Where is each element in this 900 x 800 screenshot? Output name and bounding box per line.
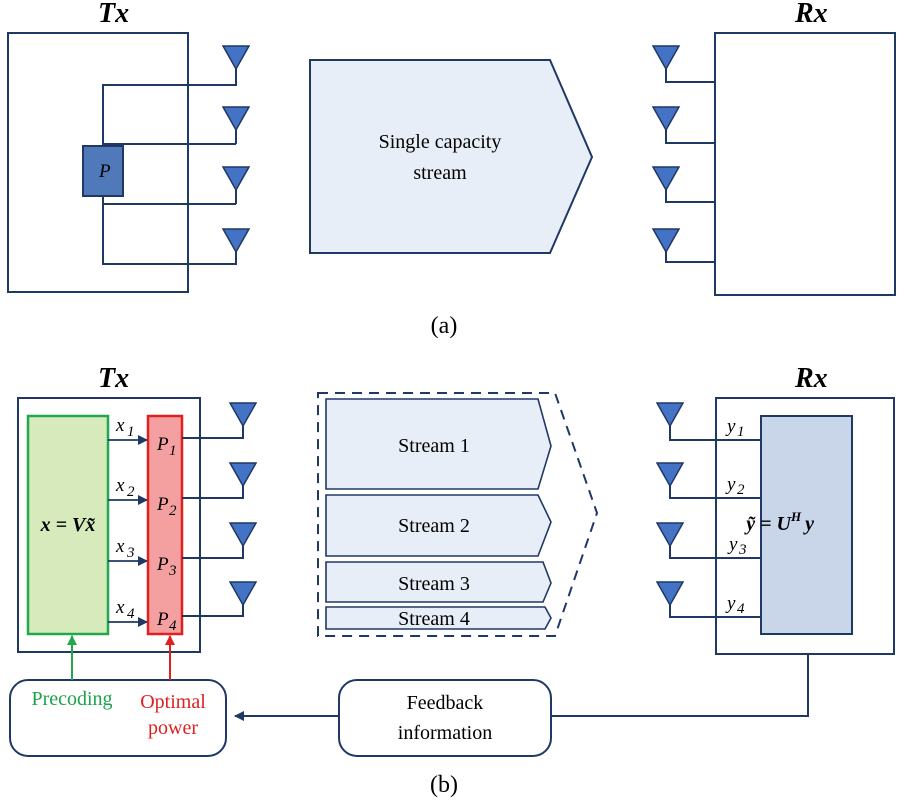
p-sub: 1 xyxy=(169,443,177,459)
panel-a-caption: (a) xyxy=(431,313,458,339)
p-label: P xyxy=(156,554,169,575)
feedback-line-rx xyxy=(551,654,809,717)
control-box xyxy=(9,679,227,757)
stream-2-label: Stream 2 xyxy=(398,515,470,537)
y-sub: 4 xyxy=(737,601,745,617)
panel-a-rx-feeds xyxy=(665,68,715,263)
antenna-icon xyxy=(229,522,257,547)
stream-1-label: Stream 1 xyxy=(398,435,470,457)
antenna-icon xyxy=(652,166,680,191)
y-labels: y 1 y 2 y 3 y 4 xyxy=(725,416,747,617)
p-sub: 3 xyxy=(168,563,177,579)
antenna-icon xyxy=(222,228,250,253)
antenna-icon xyxy=(229,462,257,487)
panel-a-stream-line1: Single capacity xyxy=(379,131,502,153)
antenna-icon xyxy=(656,402,684,427)
precoder-equation: x = Vx̃ xyxy=(40,514,96,536)
stream-4-label: Stream 4 xyxy=(398,608,470,630)
panel-b-tx-feeds xyxy=(182,425,244,617)
optimal-label-line1: Optimal xyxy=(140,691,206,713)
p-sub: 2 xyxy=(169,503,177,519)
x-labels: x 1 x 2 x 3 x 4 xyxy=(115,415,135,622)
precoder-block xyxy=(26,414,110,636)
stream-3-shape xyxy=(325,561,552,603)
y-label: y xyxy=(727,534,738,555)
feedback-line2: information xyxy=(398,722,492,744)
stream-3-label: Stream 3 xyxy=(398,573,470,595)
stream-4-shape xyxy=(325,606,552,630)
panel-b-tx-title: Tx xyxy=(98,363,129,394)
feedback-box xyxy=(338,679,552,757)
antenna-icon xyxy=(652,228,680,253)
x-label: x xyxy=(115,415,125,436)
panel-a-tx-box xyxy=(7,32,189,293)
stream-1-shape xyxy=(325,398,552,490)
optimal-label-line2: power xyxy=(148,717,198,739)
panel-b-rx-feeds xyxy=(669,425,761,618)
p-label: P xyxy=(156,609,169,630)
streams-envelope xyxy=(317,392,599,637)
antenna-icon xyxy=(222,106,250,131)
p-label: P xyxy=(156,494,169,515)
antenna-icon xyxy=(652,45,680,70)
receiver-processing-block xyxy=(760,415,853,635)
antenna-icon xyxy=(656,581,684,606)
panel-a-stream-line2: stream xyxy=(413,162,467,184)
antenna-icon xyxy=(222,45,250,70)
stream-2-shape xyxy=(325,494,552,557)
power-allocation-block xyxy=(146,414,184,636)
panel-b-rx-title: Rx xyxy=(794,363,828,394)
x-sub: 3 xyxy=(126,545,135,561)
y-label: y xyxy=(725,593,736,614)
panel-a-tx-bus xyxy=(102,85,104,146)
antenna-icon xyxy=(656,462,684,487)
x-label: x xyxy=(115,536,125,557)
precoding-label: Precoding xyxy=(31,688,112,710)
panel-a-rx-box xyxy=(714,32,896,296)
antenna-icon xyxy=(656,522,684,547)
x-label: x xyxy=(115,597,125,618)
y-label: y xyxy=(725,474,736,495)
x-sub: 4 xyxy=(127,606,135,622)
p-sub: 4 xyxy=(169,618,177,634)
panel-a-tx-title: Tx xyxy=(98,0,129,29)
antenna-icon xyxy=(222,166,250,191)
x-sub: 2 xyxy=(127,484,135,500)
y-sub: 3 xyxy=(738,542,747,558)
p-label: P xyxy=(156,434,169,455)
y-label: y xyxy=(725,416,736,437)
x-label: x xyxy=(115,475,125,496)
x-sub: 1 xyxy=(127,424,135,440)
panel-b-rx-box xyxy=(715,397,895,655)
panel-a-stream-shape xyxy=(309,59,594,254)
antenna-icon xyxy=(229,402,257,427)
feedback-line1: Feedback xyxy=(407,692,484,714)
antenna-icon xyxy=(652,106,680,131)
panel-b-caption: (b) xyxy=(430,772,458,798)
y-sub: 1 xyxy=(737,424,745,440)
panel-a-p-label: P xyxy=(98,161,111,182)
precoder-outputs xyxy=(108,435,148,627)
panel-b-tx-box xyxy=(17,397,201,653)
p-labels: P 1 P 2 P 3 P 4 xyxy=(156,434,177,634)
antenna-icon xyxy=(229,581,257,606)
y-sub: 2 xyxy=(737,482,745,498)
panel-a-rx-title: Rx xyxy=(794,0,828,29)
